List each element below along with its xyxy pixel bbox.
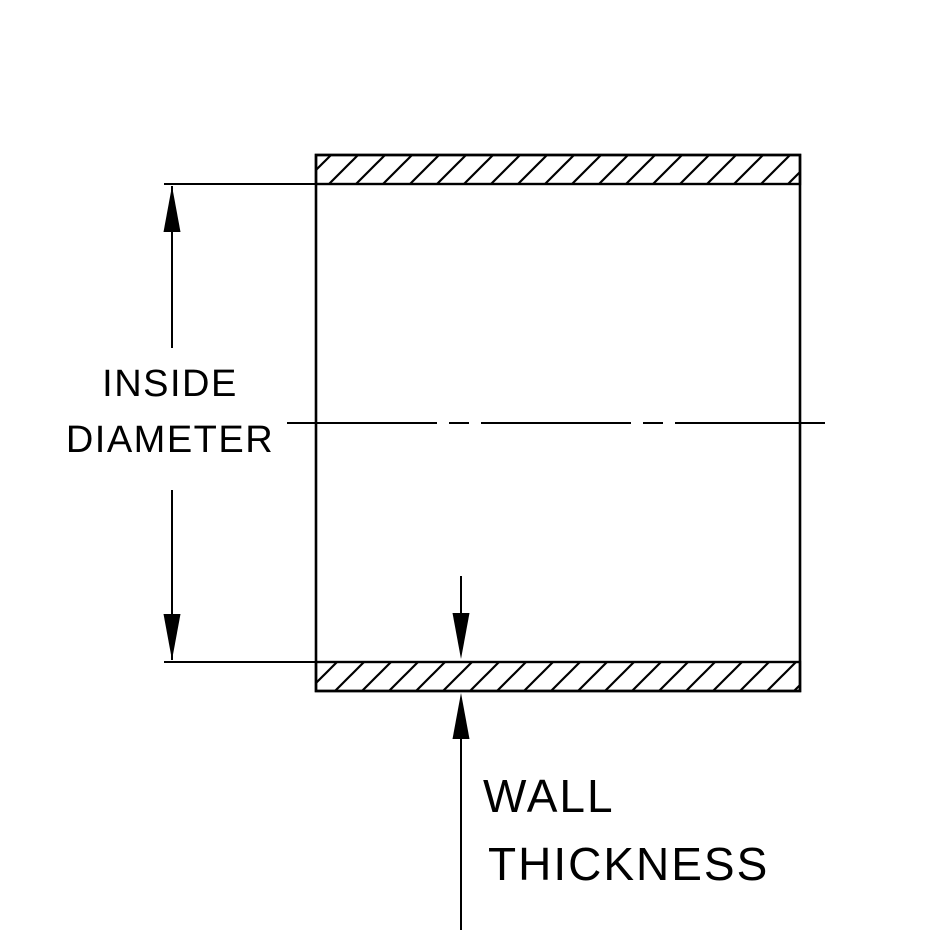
wall-thickness-arrow-up-icon — [452, 693, 470, 739]
inside-diameter-label-line2: DIAMETER — [66, 419, 274, 461]
wall-thickness-label-line2: THICKNESS — [488, 838, 769, 890]
inside-diameter-arrow-down-icon — [163, 614, 181, 660]
bottom-wall-hatch — [314, 660, 802, 693]
inside-diameter-arrow-up-icon — [163, 186, 181, 232]
wall-thickness-label-line1: WALL — [483, 770, 615, 822]
top-wall-hatch — [314, 153, 802, 186]
wall-thickness-arrow-down-icon — [452, 613, 470, 659]
inside-diameter-label-line1: INSIDE — [102, 363, 238, 405]
